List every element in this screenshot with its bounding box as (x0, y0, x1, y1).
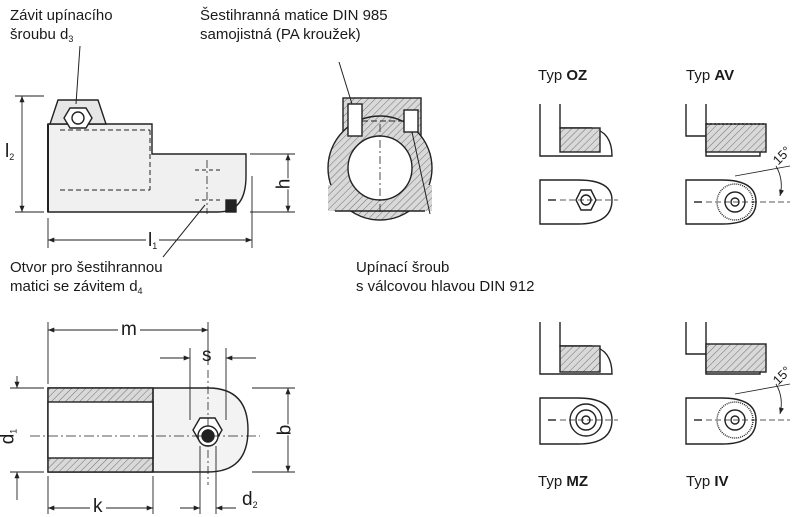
dim-h-letter: h (273, 178, 295, 190)
clamp-screw-line1: Upínací šroub (356, 259, 450, 276)
section-view (327, 61, 433, 221)
nut-hole-label: Otvor pro šestihrannou matici se závitem… (10, 258, 163, 301)
type-oz-prefix: Typ (538, 67, 567, 84)
nut-hole-line1: Otvor pro šestihrannou (10, 259, 163, 276)
type-label-iv: Typ IV (686, 472, 729, 491)
dim-k-letter: k (93, 496, 103, 517)
dim-l2: l2 (5, 142, 14, 167)
type-label-av: Typ AV (686, 66, 734, 85)
dim-m: m (118, 320, 140, 340)
type-iv-prefix: Typ (686, 473, 715, 490)
dim-k: k (90, 497, 106, 517)
hex-nut-label: Šestihranná matice DIN 985 samojistná (P… (200, 6, 388, 44)
hex-nut-line2: samojistná (PA kroužek) (200, 26, 361, 43)
nut-hole-line2: matici se závitem d (10, 278, 138, 295)
type-mz-code: MZ (566, 473, 589, 490)
dim-d1: d1 (0, 428, 24, 445)
dim-l1-letter: l (148, 230, 153, 251)
dim-h: h (273, 178, 295, 190)
type-iv-code: IV (714, 473, 729, 490)
dim-b: b (274, 424, 296, 436)
dim-s: s (202, 346, 212, 366)
dim-l1-sub: 1 (152, 241, 158, 251)
side-view (47, 99, 247, 214)
type-av-code: AV (714, 67, 735, 84)
top-view (30, 370, 260, 485)
dim-l2-sub: 2 (9, 152, 15, 162)
type-mz-drawing (539, 322, 618, 445)
clamp-screw-thread-line2: šroubu d (10, 26, 69, 43)
dim-l2-letter: l (5, 141, 10, 162)
type-oz-drawing (539, 104, 618, 225)
type-oz-code: OZ (566, 67, 588, 84)
type-iv-drawing (685, 322, 791, 445)
dim-d2: d2 (242, 490, 258, 515)
dim-d1-sub: 1 (8, 428, 19, 434)
dim-d1-letter: d (0, 434, 18, 445)
clamp-screw-label: Upínací šroub s válcovou hlavou DIN 912 (356, 258, 534, 296)
clamp-screw-thread-sub: 3 (68, 34, 74, 44)
type-mz-prefix: Typ (538, 473, 567, 490)
clamp-screw-thread-line1: Závit upínacího (10, 7, 113, 24)
nut-hole-sub: 4 (137, 286, 143, 296)
type-av-prefix: Typ (686, 67, 715, 84)
clamp-screw-thread-label: Závit upínacího šroubu d3 (10, 6, 113, 49)
type-label-mz: Typ MZ (538, 472, 588, 491)
dim-m-letter: m (121, 319, 137, 340)
clamp-screw-line2: s válcovou hlavou DIN 912 (356, 278, 535, 295)
type-av-drawing (685, 104, 791, 225)
dim-b-letter: b (274, 424, 296, 436)
dim-d2-letter: d (242, 489, 253, 510)
dim-s-letter: s (202, 345, 212, 366)
hex-nut-line1: Šestihranná matice DIN 985 (200, 7, 388, 24)
type-label-oz: Typ OZ (538, 66, 587, 85)
dim-d2-sub: 2 (252, 500, 258, 510)
dim-l1: l1 (146, 230, 160, 256)
